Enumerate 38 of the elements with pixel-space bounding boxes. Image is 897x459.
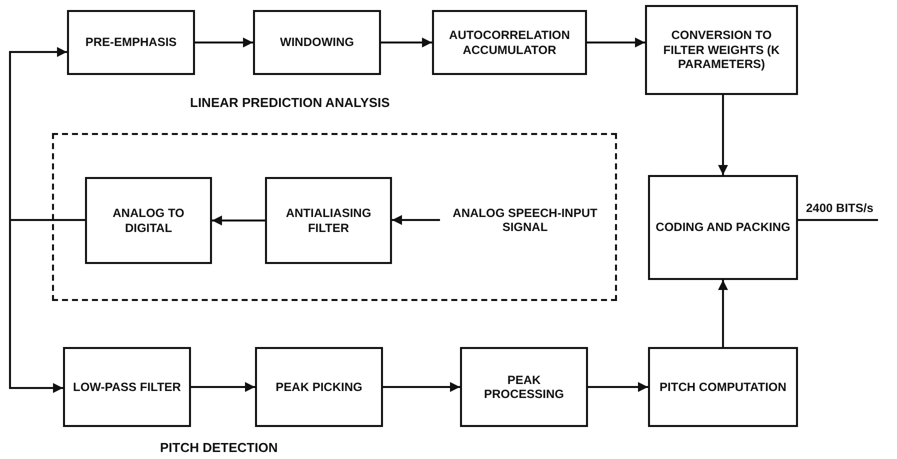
arrow (392, 215, 440, 225)
block-text: PITCH COMPUTATION (658, 380, 788, 394)
block-text: PRE-EMPHASIS (84, 35, 178, 50)
process-box (648, 347, 798, 427)
block-text: AUTOCORRELATION ACCUMULATOR (448, 28, 571, 57)
arrow (587, 38, 645, 48)
arrow (9, 219, 85, 393)
arrow (718, 280, 728, 347)
arrow (718, 95, 728, 175)
process-box (67, 10, 195, 75)
edge-label: 2400 BITS/s (806, 201, 874, 215)
arrow (191, 382, 255, 392)
block-text: CODING AND PACKING (654, 220, 792, 235)
process-box (255, 347, 383, 427)
block-text: ANALOG TO DIGITAL (112, 206, 186, 235)
block-text: PEAK PICKING (274, 380, 364, 394)
process-box (265, 177, 392, 264)
process-box (432, 10, 587, 75)
arrow (588, 382, 648, 392)
arrow (195, 38, 253, 48)
block-text: ANTIALIASING FILTER (284, 206, 372, 235)
process-box (645, 5, 798, 95)
block-text: CONVERSION TO FILTER WEIGHTS (K PARAMETERS) (662, 28, 781, 72)
section-label: PITCH DETECTION (160, 440, 278, 455)
process-box (63, 347, 191, 427)
arrow (212, 216, 265, 226)
process-box (648, 175, 798, 280)
block-text: WINDOWING (279, 35, 355, 50)
block-text: ANALOG SPEECH-INPUT SIGNAL (452, 206, 598, 234)
dashed-region (52, 133, 617, 301)
process-box (253, 10, 381, 75)
block-text: PEAK PROCESSING (482, 372, 565, 402)
section-label: LINEAR PREDICTION ANALYSIS (190, 95, 390, 110)
block-text: LOW-PASS FILTER (72, 380, 182, 394)
process-box (85, 177, 212, 264)
arrow (381, 38, 432, 48)
arrow (383, 382, 460, 392)
process-box (460, 347, 588, 427)
